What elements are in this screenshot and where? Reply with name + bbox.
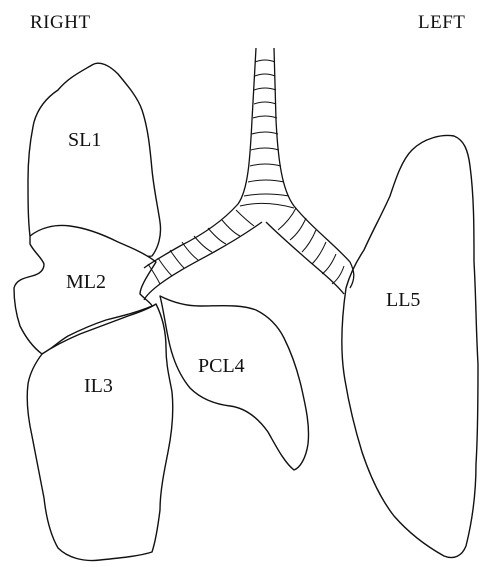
lobe-label-ll5: LL5 [386,289,420,311]
lobe-label-pcl4: PCL4 [198,355,245,377]
lobe-label-il3: IL3 [84,375,113,397]
right-bronchus-rings [148,210,254,284]
trachea-outline-inner-right [274,48,354,288]
tracheal-rings [240,60,294,208]
right-side-label: RIGHT [30,12,91,33]
left-side-label: LEFT [418,12,465,33]
lobe-pcl4-shape [160,296,309,470]
lobe-label-sl1: SL1 [68,129,101,151]
lobe-ll5-shape [342,136,478,558]
lobe-label-ml2: ML2 [66,271,106,293]
